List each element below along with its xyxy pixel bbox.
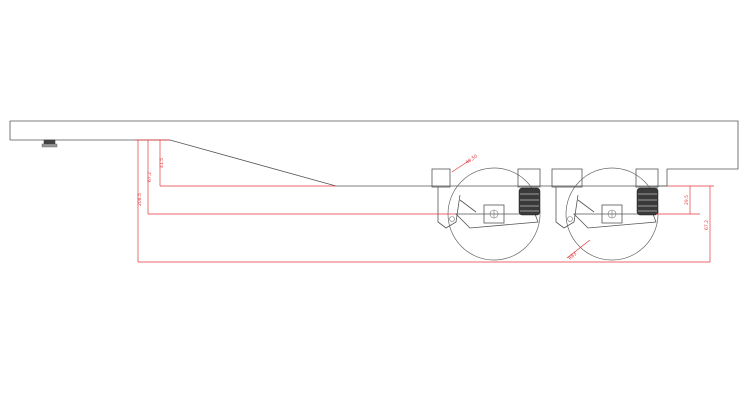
dimension-lines <box>135 139 714 263</box>
dim-208-5: 208.5 <box>137 193 143 206</box>
trailer-frame <box>9 120 739 190</box>
dim-41-5: 41.5 <box>159 158 165 168</box>
rear-air-spring <box>636 187 659 216</box>
rear-axle-assembly <box>551 167 659 261</box>
king-pin <box>41 139 58 148</box>
front-axle-assembly <box>431 167 541 261</box>
dim-67-2: 67.2 <box>147 172 153 182</box>
front-air-spring <box>518 187 541 216</box>
dim-hole: 40,50 <box>465 153 479 165</box>
dim-r83: R83 <box>567 251 578 261</box>
dim-29-5: 29.5 <box>684 195 690 205</box>
dim-rear-67-2: 67.2 <box>704 220 710 230</box>
